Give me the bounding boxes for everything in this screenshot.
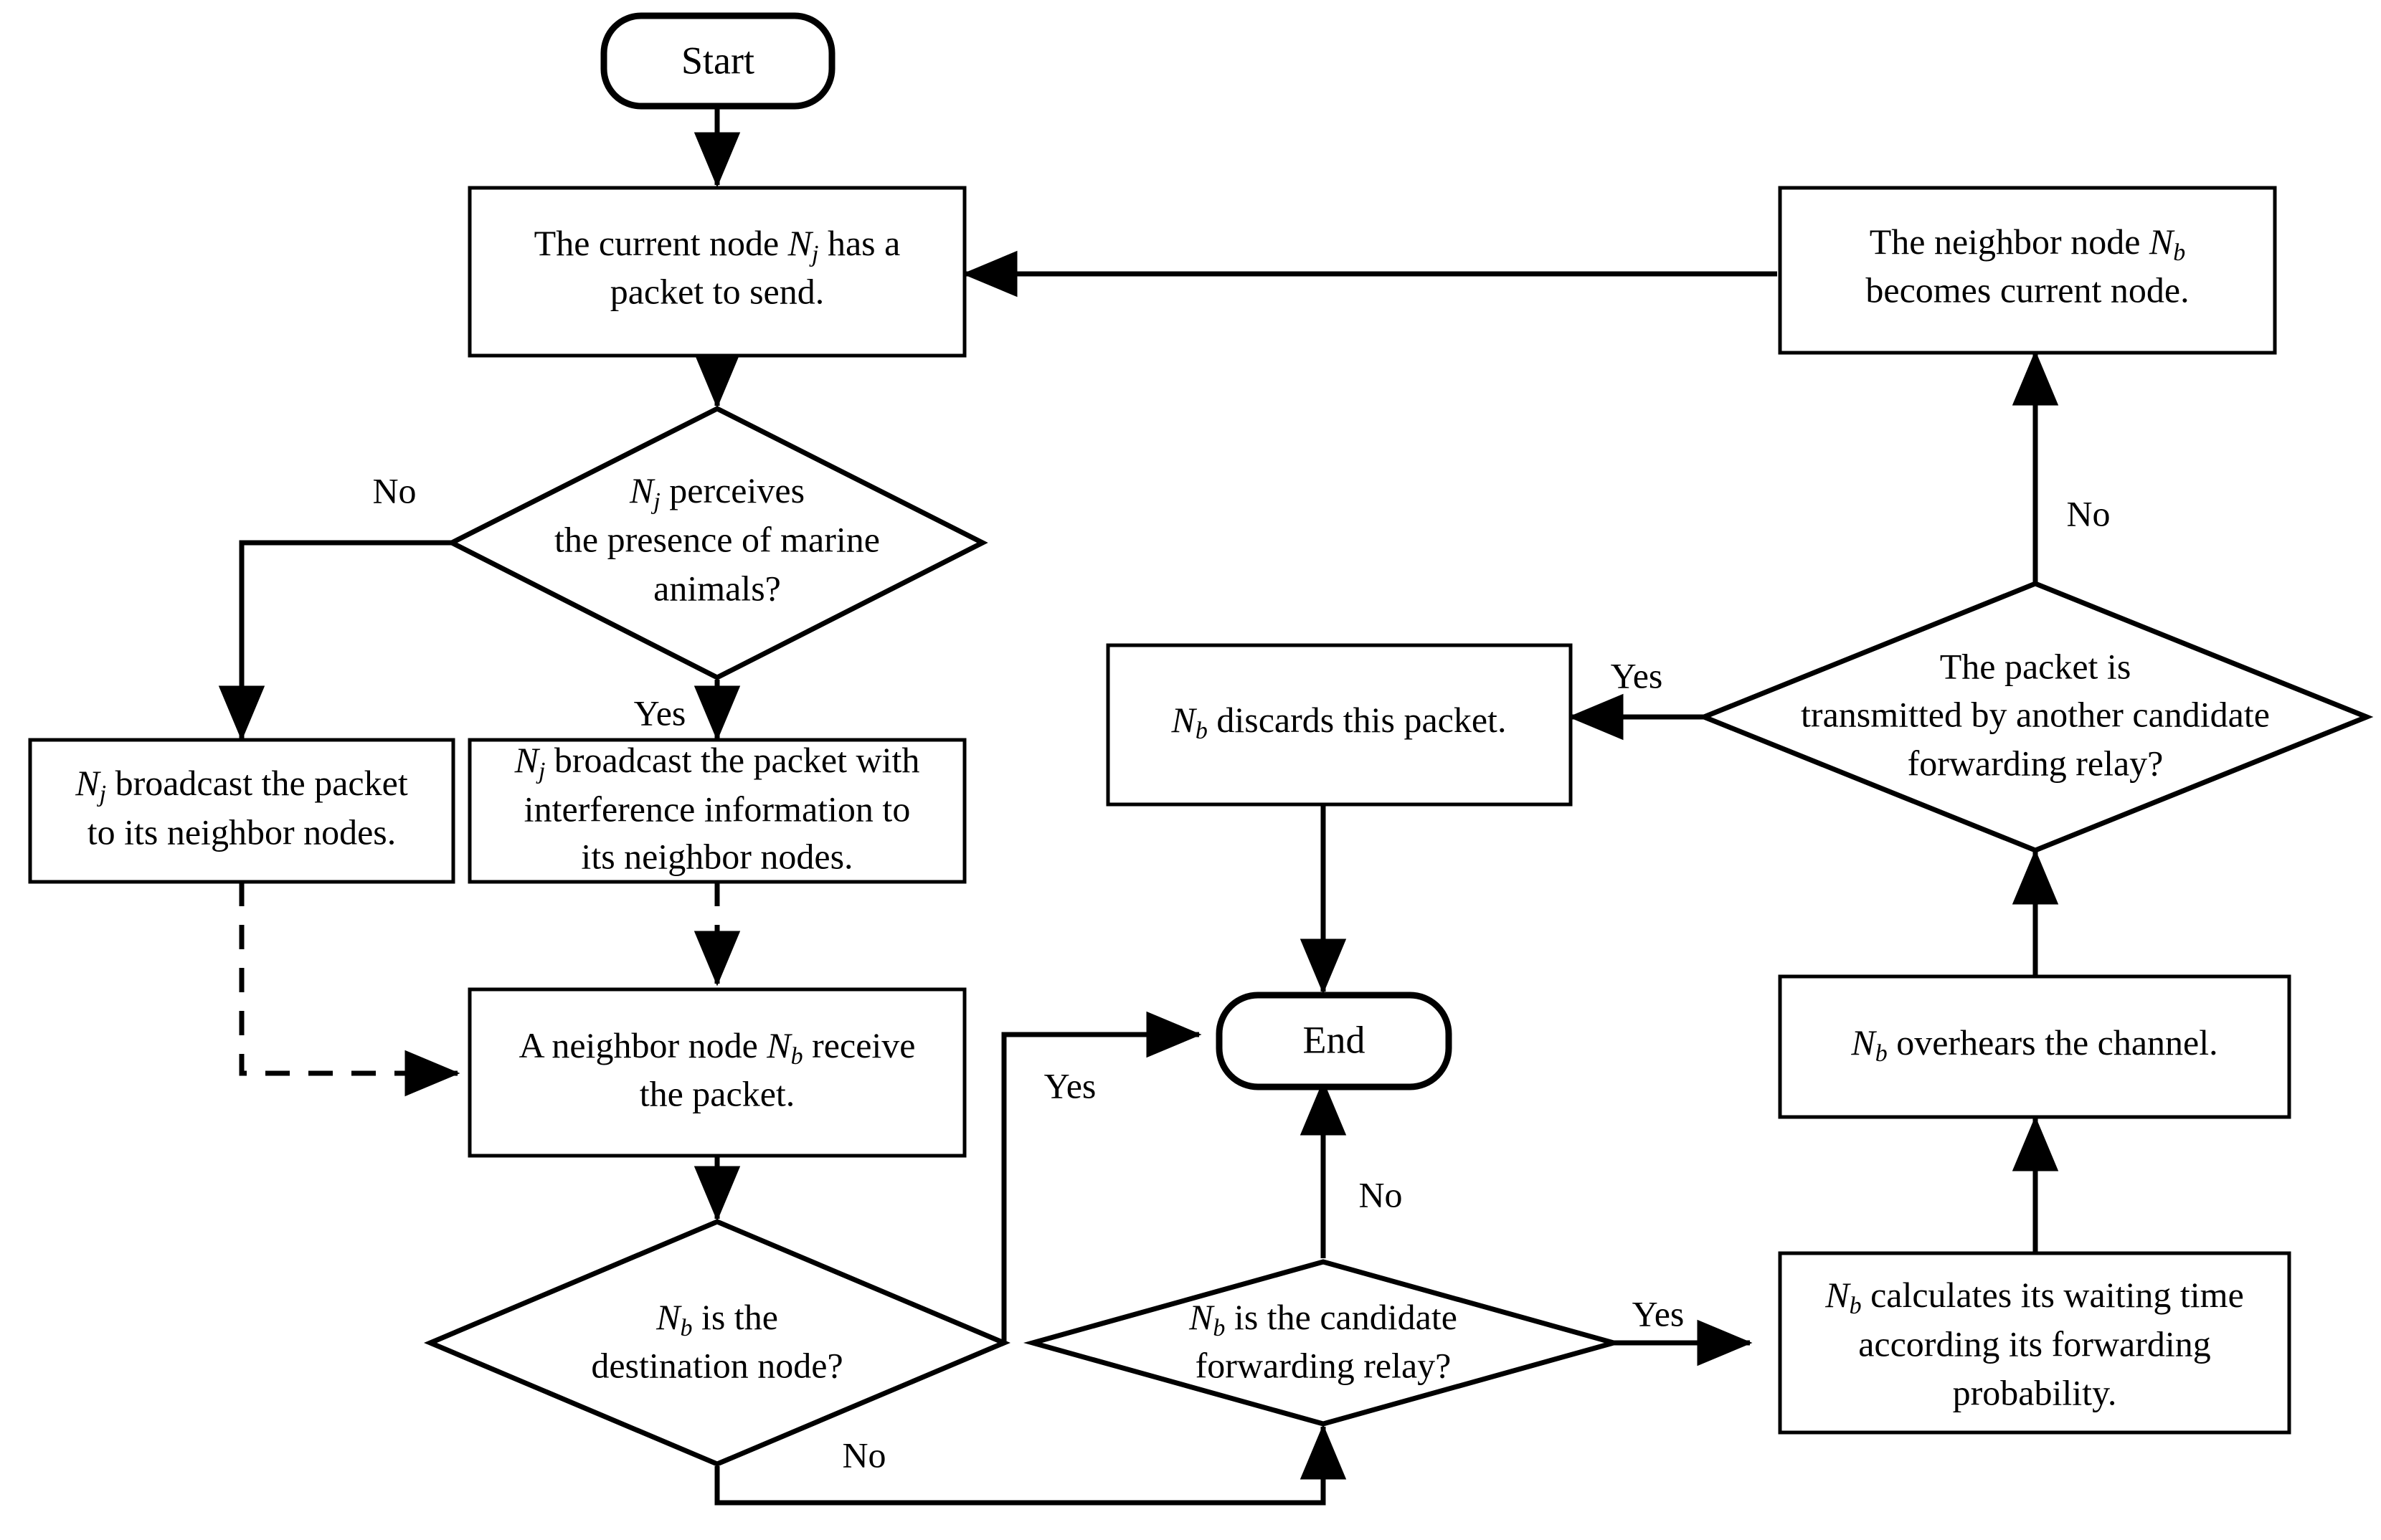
discard-shape	[1106, 643, 1573, 807]
candidate-line2: forwarding relay?	[1196, 1345, 1452, 1385]
broadcast-plain-shape	[28, 738, 455, 884]
neighbor-receive-line2: the packet.	[640, 1073, 795, 1113]
current-node-shape	[468, 186, 967, 358]
label-candidate-no: No	[1358, 1174, 1402, 1215]
node-becomes-current[interactable]: The neighbor node Nb becomes current nod…	[1778, 186, 2277, 355]
waiting-time-line1: Nb calculates its waiting time	[1824, 1275, 2244, 1318]
current-node-line1: The current node Nj has a	[534, 223, 901, 267]
transmitted-line2: transmitted by another candidate	[1801, 694, 2270, 734]
label-destination-no: No	[842, 1435, 886, 1475]
label-perceive-yes: Yes	[634, 693, 686, 733]
node-broadcast-plain[interactable]: Nj broadcast the packet to its neighbor …	[28, 738, 455, 884]
start-shape	[600, 12, 836, 110]
discard-line1: Nb discards this packet.	[1171, 700, 1507, 743]
perceive-line1: Nj perceives	[629, 470, 805, 514]
becomes-current-shape	[1778, 186, 2277, 355]
current-node-line2: packet to send.	[610, 271, 825, 311]
node-broadcast-interference[interactable]: Nj broadcast the packet with interferenc…	[468, 738, 967, 884]
label-perceive-no: No	[372, 470, 416, 510]
transmitted-line3: forwarding relay?	[1908, 743, 2164, 783]
becomes-current-line1: The neighbor node Nb	[1870, 222, 2186, 265]
node-perceive-decision[interactable]: Nj perceives the presence of marine anim…	[446, 406, 988, 680]
becomes-current-line2: becomes current node.	[1865, 270, 2189, 310]
overhear-shape	[1778, 974, 2291, 1119]
broadcast-interference-line2: interference information to	[524, 789, 911, 829]
label-transmitted-no: No	[2066, 493, 2110, 533]
label-candidate-yes: Yes	[1632, 1293, 1685, 1334]
perceive-line3: animals?	[653, 568, 781, 608]
edge-destination-yes	[1001, 1011, 1202, 1343]
broadcast-interference-line1: Nj broadcast the packet with	[514, 740, 920, 784]
node-neighbor-receive[interactable]: A neighbor node Nb receive the packet.	[468, 987, 967, 1158]
node-discard[interactable]: Nb discards this packet.	[1106, 643, 1573, 807]
broadcast-plain-line1: Nj broadcast the packet	[75, 763, 408, 807]
waiting-time-line3: probability.	[1953, 1372, 2117, 1412]
destination-line2: destination node?	[591, 1345, 843, 1385]
end-label: End	[1303, 1018, 1365, 1061]
end-shape	[1216, 992, 1452, 1090]
node-destination-decision[interactable]: Nb is the destination node?	[424, 1219, 1010, 1467]
waiting-time-line2: according its forwarding	[1858, 1323, 2211, 1364]
node-overhear[interactable]: Nb overhears the channel.	[1778, 974, 2291, 1119]
neighbor-receive-shape	[468, 987, 967, 1158]
broadcast-interference-shape	[468, 738, 967, 884]
node-waiting-time[interactable]: Nb calculates its waiting time according…	[1778, 1251, 2291, 1435]
broadcast-interference-line3: its neighbor nodes.	[581, 836, 853, 876]
waiting-time-shape	[1778, 1251, 2291, 1435]
label-transmitted-yes: Yes	[1611, 655, 1663, 695]
node-current-node[interactable]: The current node Nj has a packet to send…	[468, 186, 967, 358]
node-end[interactable]: End	[1216, 992, 1452, 1090]
edge-broadcast-to-receive	[239, 882, 460, 1097]
transmitted-decision-shape	[1697, 581, 2374, 853]
transmitted-line1: The packet is	[1940, 646, 2131, 686]
candidate-decision-shape	[1023, 1259, 1624, 1427]
node-start[interactable]: Start	[600, 12, 836, 110]
broadcast-plain-line2: to its neighbor nodes.	[87, 812, 397, 852]
candidate-line1: Nb is the candidate	[1188, 1297, 1457, 1341]
perceive-decision-shape	[446, 406, 988, 680]
neighbor-receive-line1: A neighbor node Nb receive	[519, 1025, 916, 1069]
start-label: Start	[681, 39, 754, 82]
destination-decision-shape	[424, 1219, 1010, 1467]
node-transmitted-decision[interactable]: The packet is transmitted by another can…	[1697, 581, 2374, 853]
perceive-line2: the presence of marine	[554, 519, 880, 559]
label-destination-yes: Yes	[1044, 1065, 1097, 1106]
node-candidate-decision[interactable]: Nb is the candidate forwarding relay?	[1023, 1259, 1624, 1427]
destination-line1: Nb is the	[655, 1297, 778, 1341]
edge-destination-no	[714, 1424, 1347, 1506]
overhear-line1: Nb overhears the channel.	[1850, 1022, 2217, 1066]
